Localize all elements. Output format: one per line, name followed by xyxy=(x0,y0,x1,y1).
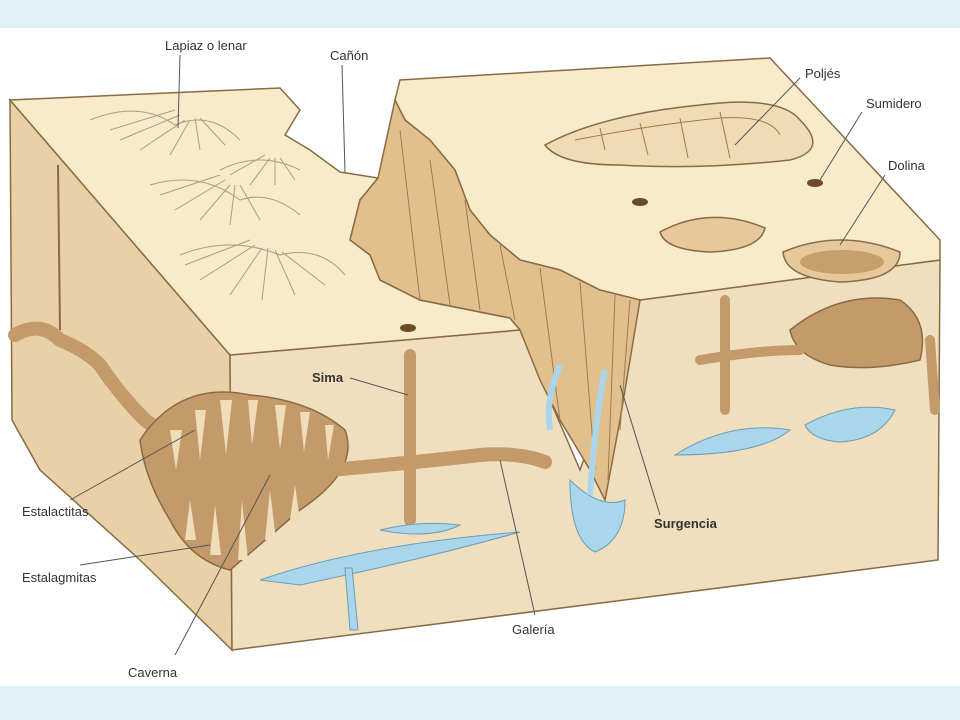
label-estalagmitas: Estalagmitas xyxy=(22,570,97,585)
label-canon: Cañón xyxy=(330,48,368,63)
label-dolina: Dolina xyxy=(888,158,926,173)
polje xyxy=(543,101,814,168)
canyon-wall xyxy=(349,97,641,503)
label-sima: Sima xyxy=(312,370,344,385)
vertical-shaft-left xyxy=(57,164,61,331)
sumidero xyxy=(400,179,823,332)
label-sumidero: Sumidero xyxy=(866,96,922,111)
stalactites xyxy=(170,400,334,470)
right-cave-chamber xyxy=(789,297,924,369)
groundwater xyxy=(259,406,896,631)
bottom-band xyxy=(0,686,960,720)
canyon-grooves xyxy=(399,129,631,481)
dolina xyxy=(659,216,901,283)
top-band xyxy=(0,0,960,28)
galeria xyxy=(323,447,552,477)
label-caverna: Caverna xyxy=(128,665,178,680)
stalagmites xyxy=(185,485,300,560)
leader-lines xyxy=(69,54,886,656)
label-galeria: Galería xyxy=(512,622,555,637)
label-surgencia: Surgencia xyxy=(654,516,718,531)
lapiaz-patterns xyxy=(89,109,346,301)
label-poljes: Poljés xyxy=(805,66,841,81)
label-lapiaz: Lapiaz o lenar xyxy=(165,38,247,53)
right-cave-passage xyxy=(695,295,940,415)
waterfalls xyxy=(545,363,608,496)
label-estalactitas: Estalactitas xyxy=(22,504,89,519)
